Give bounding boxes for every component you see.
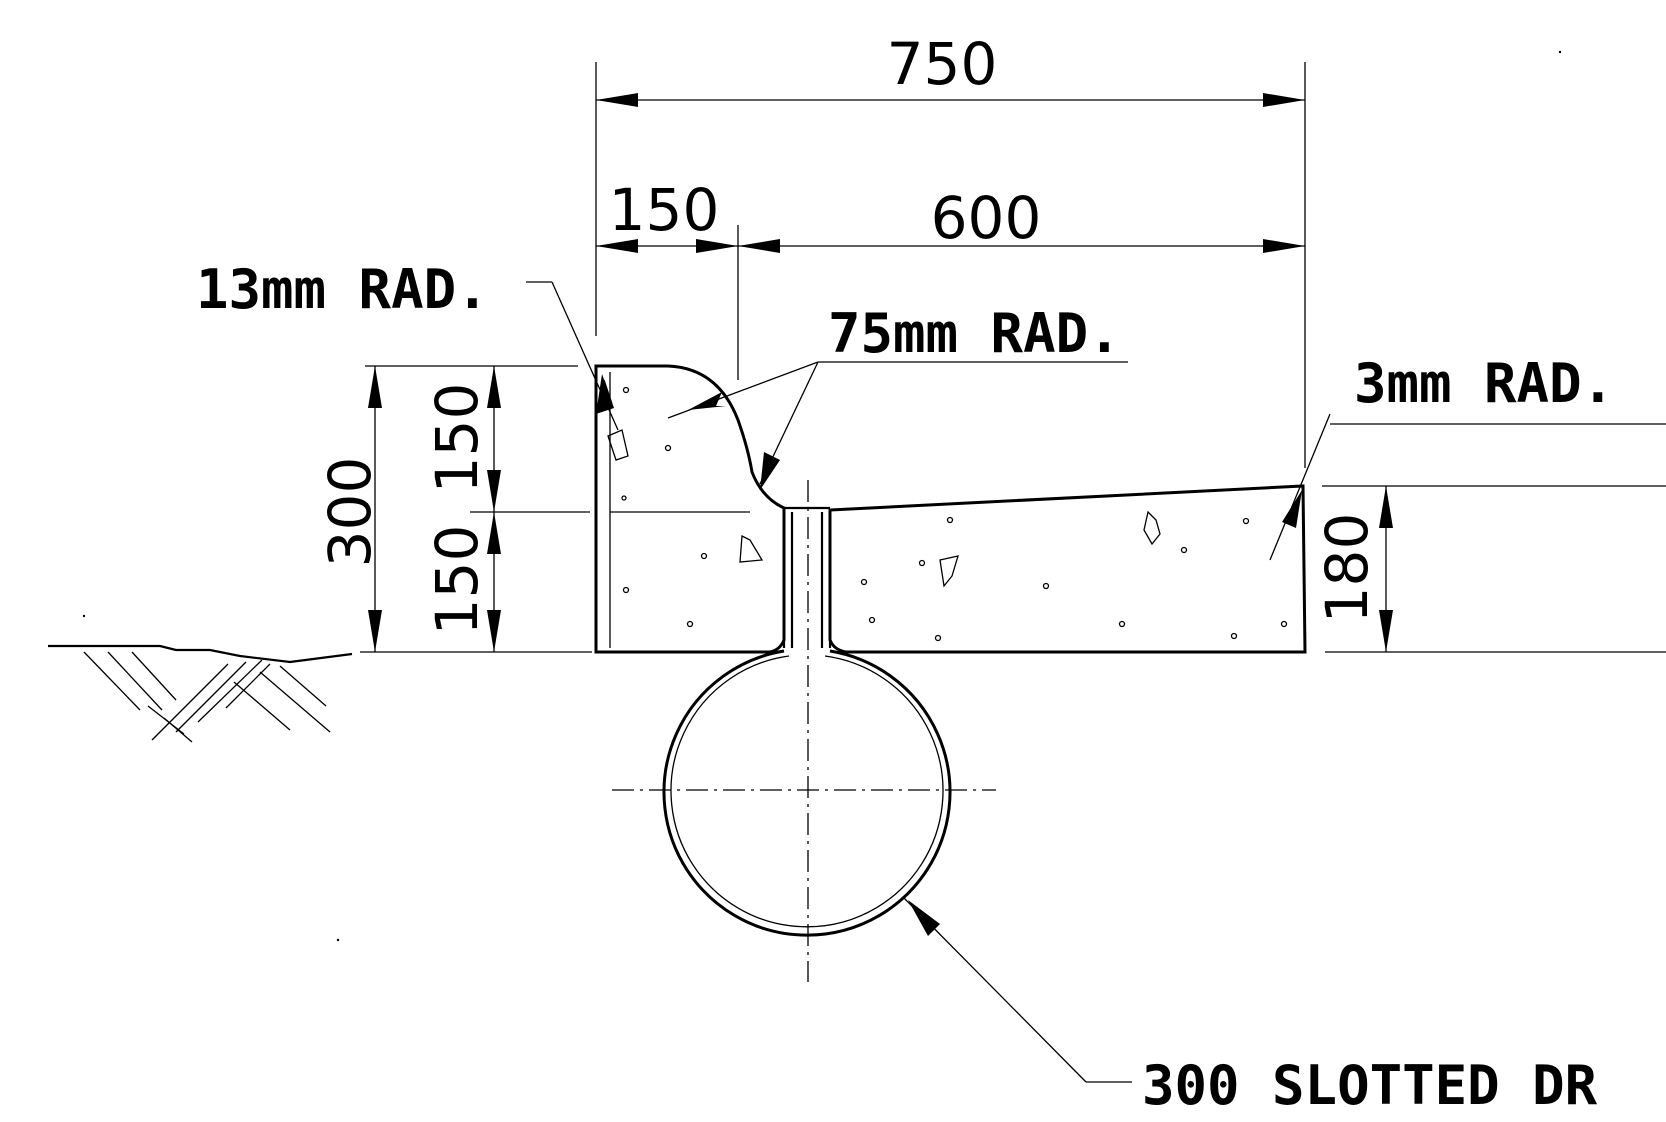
note-13mm-rad-label: 13mm RAD. [196,258,489,321]
drain-slot [782,506,832,648]
dimension-150-label: 150 [609,176,720,244]
scan-speck [1558,50,1562,54]
note-3mm-rad-label: 3mm RAD. [1354,352,1614,415]
dimension-180: 180 [1313,486,1393,652]
dimension-150-upper-label: 150 [423,383,491,494]
kerb-outline [594,364,786,654]
note-slotted-drain-label: 300 SLOTTED DR [1142,1054,1598,1117]
note-75mm-radius: 75mm RAD. [667,302,1128,490]
dimension-750-label: 750 [887,30,998,98]
slab-outline [828,484,1307,654]
dimension-150-upper: 150 [423,366,501,512]
extension-lines [360,62,1666,653]
dimension-750: 750 [596,30,1305,107]
dimension-300-label: 300 [316,457,384,568]
ground-hatching [48,644,353,743]
note-slotted-drain: 300 SLOTTED DR [903,897,1598,1117]
note-3mm-radius: 3mm RAD. [1269,352,1614,561]
dimension-600: 600 [738,184,1305,253]
scan-speck [82,614,86,618]
dimension-180-label: 180 [1313,513,1381,624]
note-75mm-rad-label: 75mm RAD. [828,302,1121,365]
dimension-600-label: 600 [931,184,1042,252]
slotted-drain-pipe [612,480,996,982]
dimension-150-top: 150 [596,176,738,253]
concrete-aggregate [607,386,1288,642]
dimension-300: 300 [316,366,384,652]
note-13mm-radius: 13mm RAD. [196,258,619,431]
scan-speck [336,938,340,942]
dimension-150-lower-label: 150 [423,525,491,636]
dimension-150-lower: 150 [423,512,501,652]
